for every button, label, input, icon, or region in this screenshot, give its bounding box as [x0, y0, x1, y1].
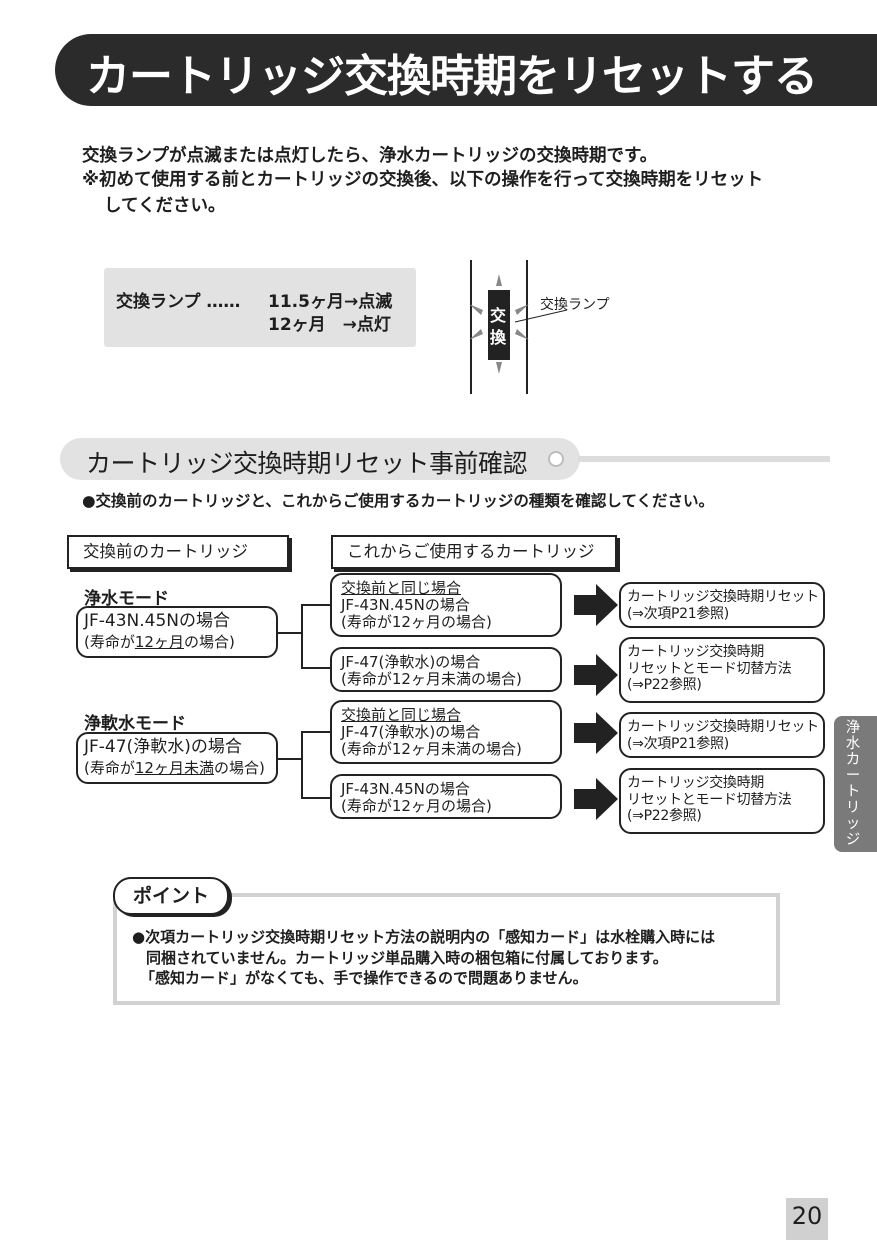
lamp-figure	[469, 260, 568, 394]
option-line-2: JF-43N.45Nの場合	[341, 596, 470, 614]
mode-purified-box-line-1: JF-43N.45Nの場合	[84, 611, 231, 631]
arrow-right-icon	[574, 712, 618, 754]
connector	[301, 604, 303, 668]
intro-line-2: ※初めて使用する前とカートリッジの交換後、以下の操作を行って交換時期をリセット	[82, 170, 764, 190]
intro-line-1: 交換ランプが点滅または点灯したら、浄水カートリッジの交換時期です。	[82, 146, 658, 166]
result-box: カートリッジ交換時期 リセットとモード切替方法 (⇒P22参照)	[619, 637, 825, 703]
result-box: カートリッジ交換時期リセット (⇒次項P21参照)	[619, 582, 825, 628]
connector	[301, 604, 331, 606]
lamp-info-box	[104, 268, 416, 347]
option-box: 交換前と同じ場合 JF-47(浄軟水)の場合 (寿命が12ヶ月未満の場合)	[330, 700, 562, 764]
lamp-char-2: 換	[490, 328, 507, 347]
connector	[301, 797, 331, 799]
intro-line-3: してください。	[104, 196, 226, 216]
option-line-1: 交換前と同じ場合	[341, 579, 462, 597]
option-line-1: 交換前と同じ場合	[341, 706, 462, 724]
page-number: 20	[786, 1198, 828, 1240]
result-line-1: カートリッジ交換時期	[627, 644, 764, 660]
section-heading-rule	[578, 456, 830, 462]
side-tab[interactable]	[834, 716, 877, 852]
point-frame	[113, 893, 780, 1005]
point-line-2: 同梱されていません。カートリッジ単品購入時の梱包箱に付属しております。	[146, 949, 668, 967]
arrow-right-icon	[574, 584, 618, 626]
mode-purified-label: 浄水モード	[84, 589, 169, 609]
connector	[301, 731, 303, 798]
result-line-2: リセットとモード切替方法	[627, 660, 792, 677]
mode-purified-box-line-2: (寿命が12ヶ月の場合)	[84, 633, 235, 651]
lamp-char-1: 交	[490, 306, 507, 325]
point-line-3: 「感知カード」がなくても、手で操作できるので問題ありません。	[140, 969, 588, 987]
lamp-callout: 交換ランプ	[540, 297, 610, 313]
connector	[301, 667, 331, 669]
result-box: カートリッジ交換時期リセット (⇒次項P21参照)	[619, 712, 825, 758]
option-line-2: JF-43N.45Nの場合	[341, 780, 470, 798]
result-line-2: (⇒次項P21参照)	[627, 605, 729, 622]
result-line-1: カートリッジ交換時期リセット	[627, 719, 819, 735]
connector	[276, 632, 302, 634]
result-line-3: (⇒P22参照)	[627, 677, 702, 693]
option-line-2: JF-47(浄軟水)の場合	[341, 653, 481, 671]
connector	[276, 758, 302, 760]
option-box: JF-47(浄軟水)の場合 (寿命が12ヶ月未満の場合)	[330, 647, 562, 692]
lamp-info-label: 交換ランプ ……	[116, 292, 241, 312]
point-line-1: ●次項カートリッジ交換時期リセット方法の説明内の「感知カード」は水栓購入時には	[132, 928, 716, 946]
arrow-right-icon	[574, 654, 618, 696]
option-line-3: (寿命が12ヶ月未満の場合)	[341, 740, 522, 758]
header-after: これからご使用するカートリッジ	[331, 535, 617, 569]
section-title: カートリッジ交換時期リセット事前確認	[86, 449, 528, 478]
mode-softened-label: 浄軟水モード	[84, 714, 186, 734]
mode-softened-box-line-2: (寿命が12ヶ月未満の場合)	[84, 759, 265, 777]
lamp-info-row-1: 11.5ヶ月→点滅	[268, 292, 393, 312]
result-line-3: (⇒P22参照)	[627, 808, 702, 824]
option-box: JF-43N.45Nの場合 (寿命が12ヶ月の場合)	[330, 774, 562, 819]
result-line-1: カートリッジ交換時期リセット	[627, 589, 819, 605]
result-box: カートリッジ交換時期 リセットとモード切替方法 (⇒P22参照)	[619, 768, 825, 834]
result-line-1: カートリッジ交換時期	[627, 775, 764, 791]
point-label: ポイント	[113, 877, 229, 915]
option-line-3: (寿命が12ヶ月の場合)	[341, 613, 492, 631]
section-dot	[548, 451, 564, 467]
option-line-3: (寿命が12ヶ月未満の場合)	[341, 670, 522, 688]
page-title: カートリッジ交換時期をリセットする	[86, 51, 818, 102]
option-line-2: JF-47(浄軟水)の場合	[341, 723, 481, 741]
mode-softened-box-line-1: JF-47(浄軟水)の場合	[84, 737, 242, 757]
arrow-right-icon	[574, 778, 618, 820]
mode-purified-box: JF-43N.45Nの場合 (寿命が12ヶ月の場合)	[76, 606, 278, 658]
side-tab-label: 浄 水 カ ー ト リ ッ ジ	[845, 720, 861, 848]
mode-softened-box: JF-47(浄軟水)の場合 (寿命が12ヶ月未満の場合)	[76, 732, 278, 784]
connector	[301, 731, 331, 733]
section-heading-bg	[60, 438, 580, 480]
option-line-3: (寿命が12ヶ月の場合)	[341, 797, 492, 815]
lamp-info-row-2: 12ヶ月 →点灯	[268, 315, 391, 335]
header-before: 交換前のカートリッジ	[67, 535, 289, 569]
result-line-2: リセットとモード切替方法	[627, 791, 792, 808]
section-note: ●交換前のカートリッジと、これからご使用するカートリッジの種類を確認してください…	[82, 492, 714, 510]
title-bar	[55, 34, 877, 106]
option-box: 交換前と同じ場合 JF-43N.45Nの場合 (寿命が12ヶ月の場合)	[330, 573, 562, 637]
result-line-2: (⇒次項P21参照)	[627, 735, 729, 752]
